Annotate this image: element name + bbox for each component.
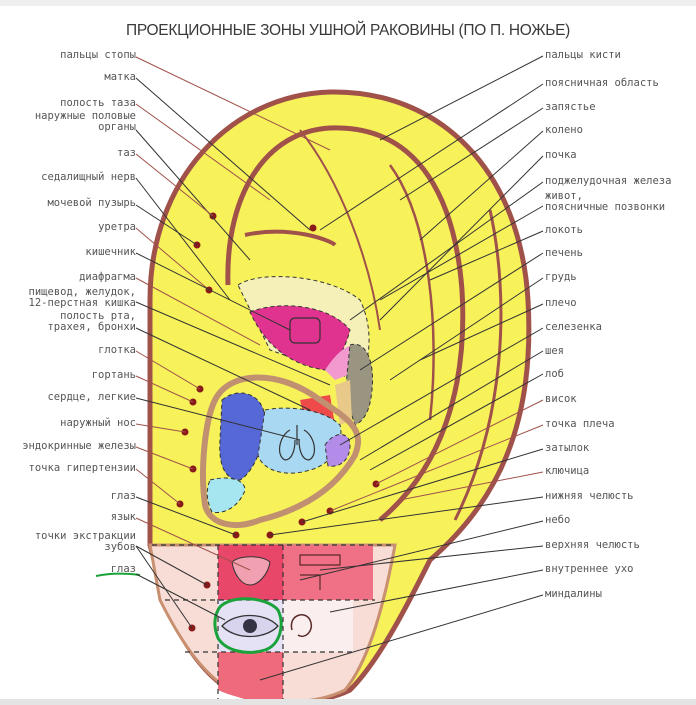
leader-lines-right	[259, 55, 544, 681]
label-breast: грудь	[545, 271, 577, 283]
label-pelvic-cavity: полость таза	[60, 97, 136, 109]
label-pharynx: глотка	[98, 344, 136, 356]
label-external-genitals: наружные половые органы	[34, 110, 136, 133]
label-upper-jaw: верхняя челюсть	[545, 539, 640, 551]
lobe-zone-jaw	[283, 545, 373, 600]
zone-blue	[219, 392, 266, 481]
label-pelvis: таз	[117, 147, 136, 159]
label-larynx: гортань	[91, 369, 136, 381]
lobe-grid	[152, 544, 395, 700]
label-shoulder: плечо	[545, 297, 577, 309]
label-sciatic-nerve: седалищный нерв	[41, 171, 136, 183]
top-border	[0, 0, 696, 6]
label-pancreas: поджелудочная железа	[545, 175, 672, 187]
label-occiput: затылок	[545, 442, 590, 454]
label-inner-ear: внутреннее ухо	[545, 563, 634, 575]
label-elbow: локоть	[545, 224, 583, 236]
label-eye-upper: глаз	[110, 490, 136, 502]
diagram-title: ПРОЕКЦИОННЫЕ ЗОНЫ УШНОЙ РАКОВИНЫ (ПО П. …	[126, 22, 570, 39]
label-tonsils: миндалины	[545, 588, 602, 600]
scapha-line	[388, 164, 435, 421]
label-tooth-extraction: точки экстракции зубов	[34, 530, 136, 553]
helix-rim-line	[453, 209, 503, 521]
lobe-zone-tonsils	[218, 652, 283, 702]
bottom-border	[0, 699, 696, 705]
label-fingers: пальцы кисти	[545, 49, 621, 61]
label-esophagus-stomach: пищевод, желудок, 12-перстная кишка	[28, 286, 136, 309]
label-external-nose: наружный нос	[60, 417, 136, 429]
label-forehead: лоб	[545, 368, 564, 380]
lobe-zone-inner-ear	[283, 600, 353, 652]
antihelix	[225, 125, 466, 522]
label-tongue: язык	[110, 511, 136, 523]
intestine-icon	[289, 317, 321, 344]
label-intestine: кишечник	[85, 246, 136, 258]
label-heart-lungs: сердце, легкие	[47, 391, 136, 403]
label-bladder: мочевой пузырь	[47, 197, 136, 209]
eye-icon	[221, 614, 279, 638]
leader-lines-left	[135, 56, 331, 629]
inner-ear-icon	[290, 614, 312, 637]
zone-liver-grey	[344, 343, 374, 426]
label-eye-lower: глаз	[110, 563, 136, 575]
label-neck: шея	[545, 345, 564, 357]
label-lumbar-area: поясничная область	[545, 77, 659, 89]
label-temple: висок	[545, 393, 577, 405]
label-toes: пальцы стопы	[60, 49, 136, 61]
label-spleen: селезенка	[545, 321, 602, 333]
label-hypertension: точка гипертензии	[28, 462, 136, 474]
label-mouth-trachea: полость рта, трахея, бронхи	[47, 310, 136, 333]
tongue-icon	[231, 556, 271, 586]
label-liver: печень	[545, 247, 583, 259]
label-lower-jaw: нижняя челюсть	[545, 490, 634, 502]
concha-cavity-outline	[200, 374, 362, 528]
label-endocrine: эндокринные железы	[22, 440, 136, 452]
label-kidney: почка	[545, 149, 577, 161]
label-diaphragm: диафрагма	[79, 271, 136, 283]
label-clavicle: ключица	[545, 465, 590, 477]
label-abdomen-lumbar-vertebrae: живот, поясничные позвонки	[545, 190, 666, 213]
label-wrist: запястье	[545, 101, 596, 113]
label-palate: небо	[545, 514, 571, 526]
antihelix-crus	[244, 229, 337, 247]
lungs-icon	[278, 425, 316, 461]
label-shoulder-point: точка плеча	[545, 418, 615, 430]
eye-highlight-circle	[213, 597, 283, 654]
zone-lightblue-bottom	[206, 477, 246, 514]
label-knee: колено	[545, 124, 583, 136]
label-uterus: матка	[104, 71, 136, 83]
label-urethra: уретра	[98, 221, 136, 233]
fossa-line	[299, 129, 381, 331]
